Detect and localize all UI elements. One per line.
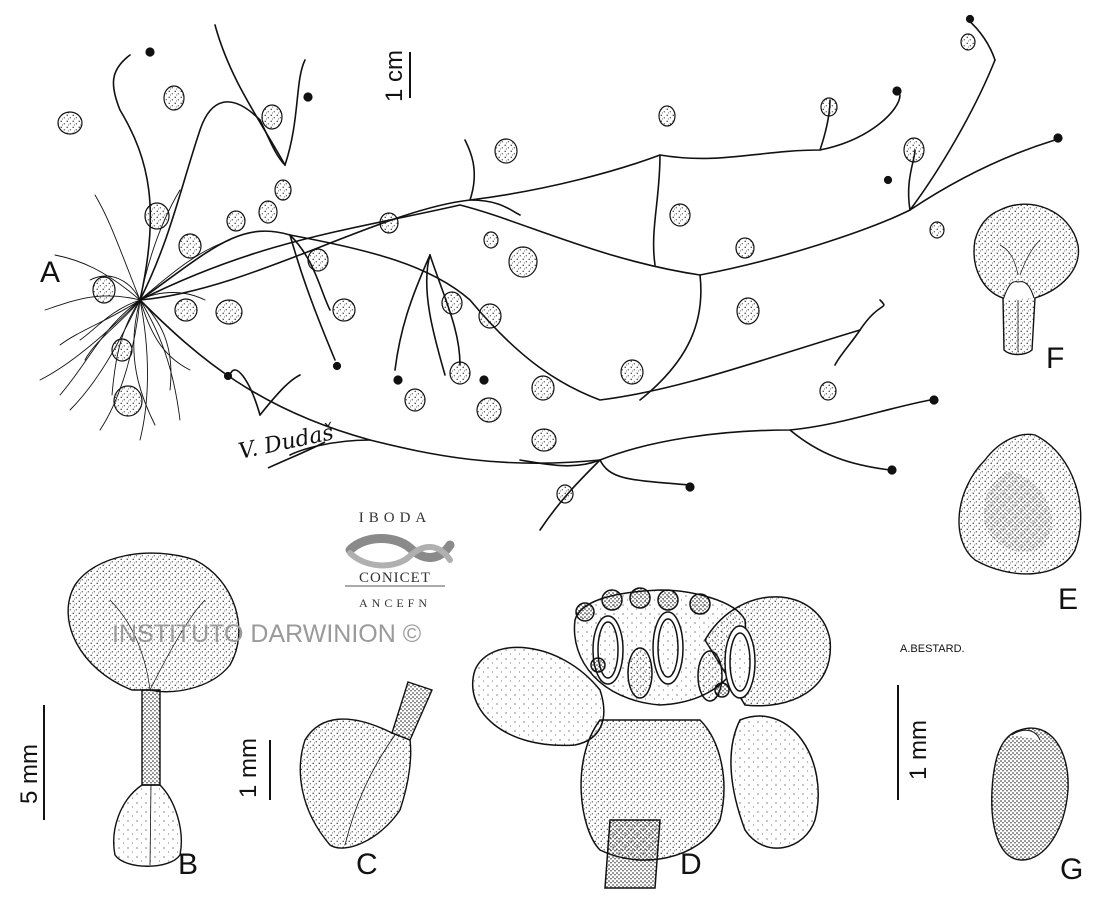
seed-scale-label: 1 mm bbox=[905, 720, 932, 780]
watermark-conicet: CONICET bbox=[359, 570, 431, 586]
watermark-institute: INSTITUTO DARWINION © bbox=[112, 620, 422, 648]
panel-label-c: C bbox=[356, 848, 378, 881]
panel-label-a: A bbox=[40, 256, 61, 289]
leaf-drawing bbox=[67, 552, 240, 867]
leaf-scale-label: 5 mm bbox=[16, 744, 43, 804]
petal-drawing bbox=[973, 203, 1080, 356]
habit-leaves bbox=[57, 14, 1063, 504]
panel-label-b: B bbox=[178, 848, 199, 881]
panel-label-d: D bbox=[680, 848, 702, 881]
sepal-drawing bbox=[958, 433, 1082, 575]
flower-drawing bbox=[472, 587, 832, 889]
signature-flourish bbox=[267, 441, 326, 469]
panel-label-f: F bbox=[1046, 342, 1065, 375]
sheath-scale-label: 1 mm bbox=[235, 738, 262, 798]
seed-drawing bbox=[991, 727, 1069, 861]
iboda-logo bbox=[345, 534, 455, 587]
root-mass bbox=[39, 189, 231, 441]
watermark-iboda: IBODA bbox=[358, 510, 432, 526]
sheath-drawing bbox=[299, 681, 433, 849]
detail-artist-signature: A.BESTARD. bbox=[900, 643, 965, 655]
panel-label-e: E bbox=[1058, 583, 1079, 616]
panel-label-g: G bbox=[1060, 853, 1084, 886]
habit-scale-label: 1 cm bbox=[381, 50, 408, 103]
habit-drawing bbox=[39, 19, 1056, 531]
watermark-ancefn: ANCEFN bbox=[358, 596, 431, 610]
